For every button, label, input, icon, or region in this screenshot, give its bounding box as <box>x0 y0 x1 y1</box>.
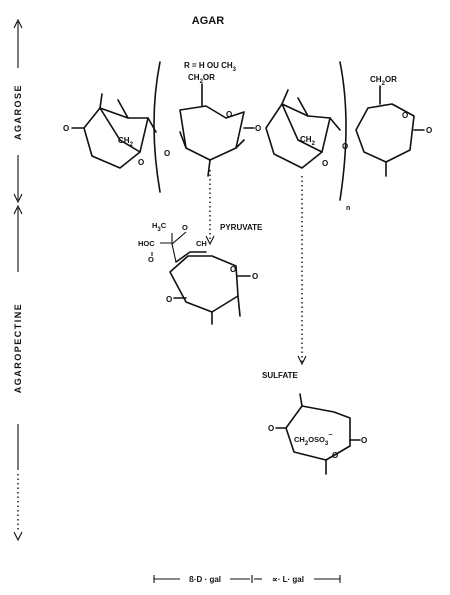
agaropectine-label: AGAROPECTINE <box>13 303 23 394</box>
left-axis: AGAROSE AGAROPECTINE <box>13 18 23 542</box>
svg-text:O: O <box>402 111 408 120</box>
svg-text:O: O <box>322 159 328 168</box>
repeat-n: n <box>346 205 350 212</box>
repeat-bracket-close <box>339 61 347 201</box>
beta-d-gal-label: ß·D · gal <box>189 575 221 584</box>
bottom-legend: ß·D · gal ∝· L· gal <box>153 575 341 584</box>
svg-text:O: O <box>148 255 154 264</box>
svg-text:CH2OSO3−: CH2OSO3− <box>294 432 332 447</box>
svg-text:O: O <box>166 295 172 304</box>
svg-text:CH2: CH2 <box>300 135 316 147</box>
beta-galactose-ring-2: CH2OR O O <box>355 75 432 177</box>
pyruvate-unit: PYRUVATE H3C HOC O CH O O O O <box>138 221 263 325</box>
agarose-label: AGAROSE <box>13 84 23 140</box>
svg-text:CH2: CH2 <box>118 136 134 148</box>
svg-text:O: O <box>164 149 170 158</box>
svg-text:O: O <box>252 272 258 281</box>
svg-text:O: O <box>255 124 261 133</box>
sulfate-label: SULFATE <box>262 371 299 380</box>
pyruvate-label: PYRUVATE <box>220 223 263 232</box>
svg-text:HOC: HOC <box>138 239 155 248</box>
beta-galactose-ring-1: CH2OR O <box>179 73 255 177</box>
svg-text:CH2OR: CH2OR <box>370 75 397 87</box>
svg-text:O: O <box>342 142 348 151</box>
repeat-bracket-open <box>153 61 161 193</box>
svg-text:O: O <box>226 110 232 119</box>
svg-text:O: O <box>426 126 432 135</box>
anhydro-galactose-ring-2: CH2 O <box>265 89 341 169</box>
svg-text:O: O <box>230 265 236 274</box>
sulfate-unit: SULFATE O CH2OSO3− O O <box>262 371 367 475</box>
svg-text:O: O <box>361 436 367 445</box>
anhydro-galactose-ring-1: O CH2 O <box>63 93 157 169</box>
svg-text:O: O <box>63 124 69 133</box>
svg-text:CH: CH <box>196 239 207 248</box>
alpha-l-gal-label: ∝· L· gal <box>272 575 304 584</box>
svg-text:CH2OR: CH2OR <box>188 73 215 85</box>
substituent-note: R = H OU CH3 <box>184 61 237 73</box>
svg-text:O: O <box>268 424 274 433</box>
title: AGAR <box>192 15 224 27</box>
svg-text:O: O <box>182 223 188 232</box>
svg-text:O: O <box>332 451 338 460</box>
svg-text:O: O <box>138 158 144 167</box>
svg-text:H3C: H3C <box>152 221 167 233</box>
